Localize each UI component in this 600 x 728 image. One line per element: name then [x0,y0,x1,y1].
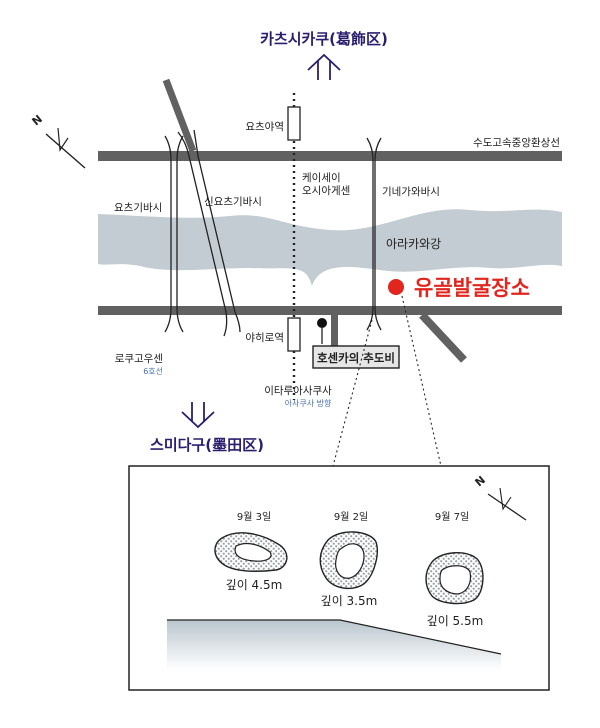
bridge-kinegawa [366,137,382,331]
compass-icon: N [30,112,86,169]
south-direction-label: 스미다구(墨田区) [150,436,264,454]
diagonal-road-south [419,312,467,363]
rokugo-line-label: 로쿠고우센 [115,353,163,365]
pit-sept-2 [319,531,378,589]
station-yotsugi-box [287,106,301,141]
pit-1-date: 9월 3일 [237,511,271,523]
north-direction-label: 카츠시카쿠(葛飾区) [260,30,388,48]
callout-line-left [332,319,373,467]
site-label: 유골발굴장소 [414,276,530,300]
svg-text:N: N [30,112,45,128]
expressway-south [98,306,562,315]
bridge-yotsugi [164,135,184,333]
railway-label-1: 케이세이 [302,172,341,184]
diagonal-road-north [162,78,197,153]
bridge-shin-yotsugi-label: 신요츠기바시 [204,196,262,208]
itabashi-asakusa-label: 이타루아사쿠사 [264,385,332,397]
site-marker [388,279,404,295]
station-yahiro-label: 야히로역 [245,331,284,344]
up-arrow-icon [307,53,341,80]
pit-sept-7 [425,552,484,605]
pit-2-date: 9월 2일 [334,511,368,523]
station-yotsugi-label: 요츠야역 [245,120,284,133]
callout-line-right [401,295,442,467]
memorial-marker [317,318,327,328]
river-label: 아라카와강 [386,237,441,251]
river-arakawa [98,209,562,286]
memorial-box [312,345,400,369]
bridge-shin-yotsugi [177,129,241,337]
pit-2-depth: 깊이 3.5m [321,594,378,608]
pit-1-depth: 깊이 4.5m [226,578,283,592]
bridge-kinegawa-label: 기네가와바시 [382,186,440,198]
short-road-south [331,315,338,350]
line-6-label: 6호선 [143,367,163,376]
memorial-label: 호센카의 추도비 [317,351,395,365]
asakusa-direction-label: 아사쿠사 방향 [285,398,332,408]
bridge-yotsugi-label: 요츠기바시 [114,202,162,214]
pit-3-depth: 깊이 5.5m [427,614,484,628]
pit-3-date: 9월 7일 [435,511,469,523]
riverbank-slope-outline [167,619,502,655]
expressway-label: 수도고속중앙환상선 [473,137,560,149]
railway-label-2: 오시아게센 [302,185,350,197]
station-yahiro-box [287,317,301,352]
riverbank-slope [167,620,501,670]
pit-sept-3 [214,532,288,572]
expressway-north [98,151,562,161]
down-arrow-icon [181,402,215,429]
